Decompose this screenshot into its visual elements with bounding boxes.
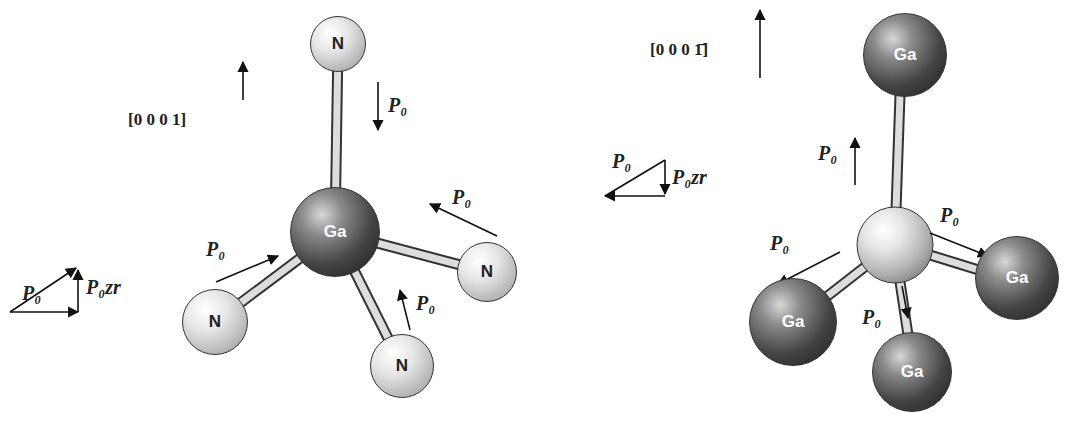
atom-symbol: N [332,34,344,54]
polarization-label: P₀ [388,94,407,117]
atom: Ga [749,278,837,366]
polarization-label: P₀ [416,292,435,315]
atom: Ga [872,332,952,412]
atom-symbol: Ga [324,222,347,242]
bond [336,70,338,189]
polarization-label: P₀ [818,142,837,165]
bond [240,258,301,304]
polarization-label: P₀ [862,306,881,329]
bond [354,270,388,339]
polarization-label: P₀ [452,186,471,209]
polarization-label: P₀zr [672,166,707,189]
atom-symbol: Ga [894,45,917,65]
atom-symbol: Ga [1006,268,1029,288]
atom: N [182,289,248,355]
atom-symbol: Ga [782,312,805,332]
atom: N [310,16,366,72]
atom-symbol: N [481,262,493,282]
polarization-label: P₀ [206,238,225,261]
polarization-label: P₀ [770,232,789,255]
arrows [10,10,988,330]
polarization-label: P₀ [22,282,41,305]
atom: N [457,242,517,302]
center-atom [857,207,933,283]
polarization-label: P₀zr [86,276,121,299]
direction-label: [0 0 0 1̄] [650,40,708,60]
polarization-label: P₀ [612,150,631,173]
bonds-right [825,95,985,335]
atom-symbol: N [209,312,221,332]
atom-symbol: Ga [901,362,924,382]
polarization-label: P₀ [940,204,959,227]
atom: Ga [290,187,380,277]
atom: Ga [975,236,1059,320]
atom: N [370,334,434,398]
atom: Ga [863,13,947,97]
atom-symbol: N [396,356,408,376]
direction-label: [0 0 0 1] [128,110,186,130]
bond [377,243,460,265]
